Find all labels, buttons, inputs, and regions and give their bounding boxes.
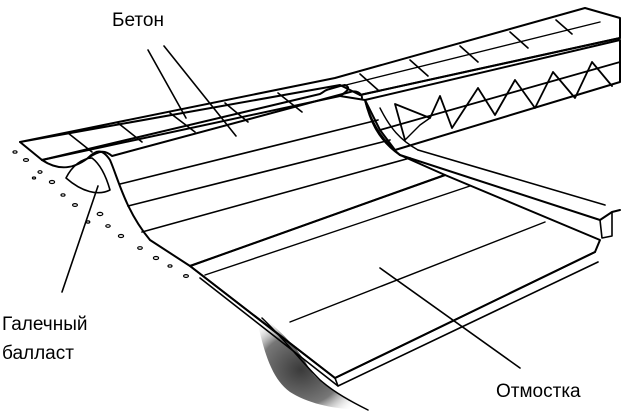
apron-otmostka bbox=[189, 174, 601, 387]
truss-structure bbox=[364, 39, 621, 151]
leader-lines bbox=[61, 45, 521, 369]
label-gravel-line1: Галечный bbox=[2, 314, 87, 335]
concrete-top-deck bbox=[19, 7, 621, 161]
label-gravel-line2: балласт bbox=[2, 343, 74, 364]
label-concrete: Бетон bbox=[112, 10, 164, 31]
ground-dots bbox=[12, 150, 190, 279]
label-apron: Отмостка bbox=[496, 381, 581, 402]
gravel-ballast bbox=[65, 157, 111, 194]
concrete-lining bbox=[41, 84, 621, 267]
